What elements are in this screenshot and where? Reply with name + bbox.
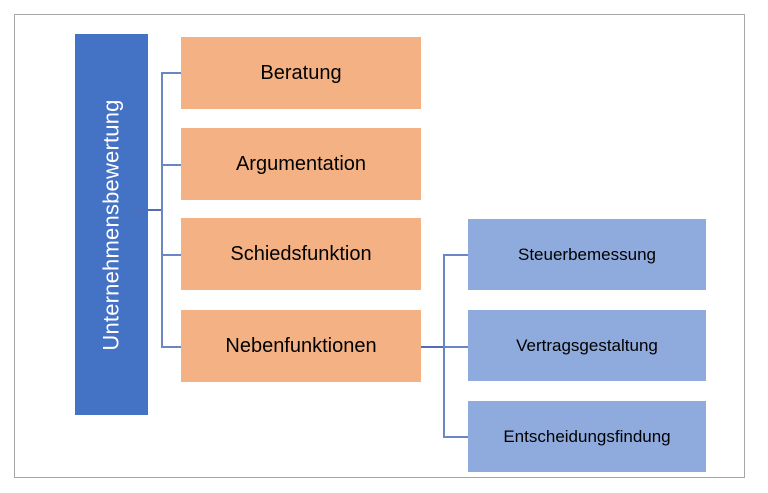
connector-to-nebenfunktionen [161, 346, 182, 348]
connector-nebenfunktionen-stub [421, 346, 444, 348]
node-schiedsfunktion-label: Schiedsfunktion [230, 242, 372, 265]
connector-root-stub [134, 209, 162, 211]
node-beratung-label: Beratung [260, 61, 342, 84]
node-argumentation[interactable]: Argumentation [181, 128, 421, 200]
connector-to-argumentation [161, 164, 182, 166]
connector-to-schiedsfunktion [161, 254, 182, 256]
connector-to-entscheidungsfindung [443, 436, 468, 438]
node-nebenfunktionen[interactable]: Nebenfunktionen [181, 310, 421, 382]
connector-main-trunk [161, 72, 163, 346]
connector-to-vertragsgestaltung [443, 346, 468, 348]
root-node-unternehmensbewertung[interactable]: Unternehmensbewertung [75, 34, 148, 415]
diagram-frame: Unternehmensbewertung Beratung Argumenta… [14, 14, 745, 478]
node-nebenfunktionen-label: Nebenfunktionen [225, 334, 377, 357]
node-entscheidungsfindung-label: Entscheidungsfindung [503, 426, 671, 446]
node-vertragsgestaltung[interactable]: Vertragsgestaltung [468, 310, 706, 381]
connector-to-steuerbemessung [443, 254, 468, 256]
node-steuerbemessung[interactable]: Steuerbemessung [468, 219, 706, 290]
node-argumentation-label: Argumentation [235, 152, 367, 175]
node-beratung[interactable]: Beratung [181, 37, 421, 109]
node-entscheidungsfindung[interactable]: Entscheidungsfindung [468, 401, 706, 472]
root-node-label: Unternehmensbewertung [98, 98, 124, 351]
node-schiedsfunktion[interactable]: Schiedsfunktion [181, 218, 421, 290]
connector-sub-trunk [443, 254, 445, 437]
node-steuerbemessung-label: Steuerbemessung [518, 244, 656, 264]
connector-to-beratung [161, 72, 182, 74]
node-vertragsgestaltung-label: Vertragsgestaltung [516, 335, 658, 355]
